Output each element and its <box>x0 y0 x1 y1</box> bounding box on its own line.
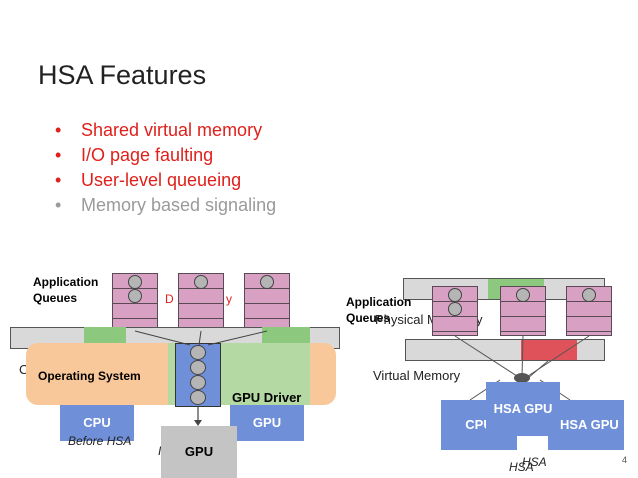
bullet-item: User-level queueing <box>55 168 276 193</box>
hsa-caption: HSA <box>509 460 534 474</box>
page-block <box>262 327 310 343</box>
hsa-caption: HSA <box>522 455 547 469</box>
hidden-label-fragment: C <box>19 362 29 377</box>
hidden-label-fragment: y <box>476 312 483 327</box>
hsa-gpu-box: HSA GPU <box>548 400 624 450</box>
page-block <box>84 327 126 343</box>
bullet-item: Memory based signaling <box>55 193 276 218</box>
hsa-gpu-box: HSA GPU <box>486 382 560 436</box>
hidden-label-fragment: y <box>226 292 232 306</box>
bullet-item: I/O page faulting <box>55 143 276 168</box>
app-queue <box>112 273 158 334</box>
hidden-label-fragment: D <box>165 292 174 306</box>
gpu-box: GPU <box>230 405 304 441</box>
before-hsa-caption: Before HSA <box>68 434 132 448</box>
hidden-label-fragment: I <box>158 444 162 458</box>
app-queues-label: Application <box>346 295 412 309</box>
app-queue <box>178 273 224 334</box>
virtual-memory-label: Virtual Memory <box>373 368 461 383</box>
app-queues-label: Application <box>33 275 99 289</box>
driver-label: GPU Driver <box>232 390 302 405</box>
app-queue <box>244 273 290 334</box>
app-queue <box>500 286 546 336</box>
gpu-device-box: GPU <box>161 426 237 478</box>
slide-title: HSA Features <box>38 60 207 90</box>
feature-list: Shared virtual memory I/O page faulting … <box>55 118 276 218</box>
cpu-box: CPU <box>60 405 134 441</box>
os-label: Operating System <box>38 369 141 383</box>
kernel-queue <box>175 343 221 407</box>
page-number: 4 <box>622 455 628 465</box>
app-queues-label: Queues <box>33 291 78 305</box>
physical-memory-label: Physical M <box>375 312 438 327</box>
app-queues-label: Queues <box>346 311 391 325</box>
faulting-page <box>521 340 577 360</box>
app-queue <box>566 286 612 336</box>
bullet-item: Shared virtual memory <box>55 118 276 143</box>
app-queue <box>432 286 478 336</box>
